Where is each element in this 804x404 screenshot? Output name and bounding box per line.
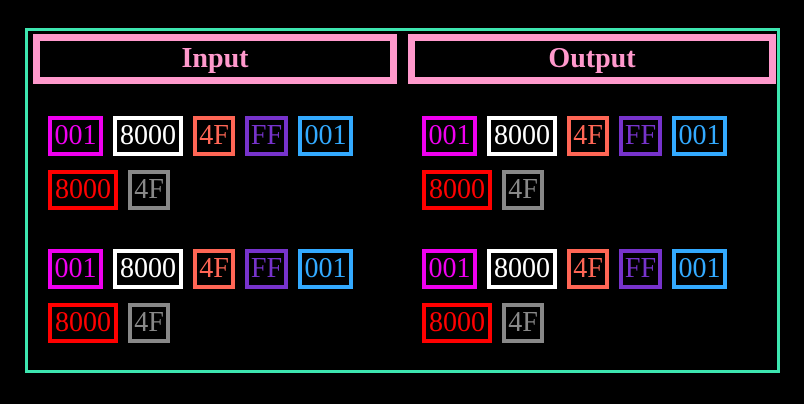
token: 001 — [422, 116, 477, 156]
token: 8000 — [48, 170, 118, 210]
token: FF — [245, 249, 288, 289]
token: 4F — [502, 170, 544, 210]
token: 4F — [567, 116, 609, 156]
token-row: 8000 4F — [48, 303, 180, 343]
token-row: 8000 4F — [422, 303, 554, 343]
token: 8000 — [487, 116, 557, 156]
token: 8000 — [48, 303, 118, 343]
token: 4F — [128, 303, 170, 343]
token: 001 — [298, 116, 353, 156]
token-row: 001 8000 4F FF 001 — [422, 249, 737, 289]
output-header: Output — [408, 34, 776, 84]
token: 001 — [48, 249, 103, 289]
token: 4F — [128, 170, 170, 210]
diagram-frame: Input Output 001 8000 4F FF 001 8000 4F … — [25, 28, 780, 373]
token: 8000 — [422, 303, 492, 343]
token: 4F — [193, 116, 235, 156]
token: 4F — [502, 303, 544, 343]
token: 8000 — [113, 249, 183, 289]
token: 4F — [567, 249, 609, 289]
token-row: 001 8000 4F FF 001 — [48, 116, 363, 156]
token: 8000 — [113, 116, 183, 156]
token: 4F — [193, 249, 235, 289]
token: 001 — [422, 249, 477, 289]
token: FF — [245, 116, 288, 156]
token: 001 — [672, 116, 727, 156]
token: 001 — [672, 249, 727, 289]
token: 8000 — [487, 249, 557, 289]
token: 001 — [298, 249, 353, 289]
token: 8000 — [422, 170, 492, 210]
token-row: 8000 4F — [48, 170, 180, 210]
token-row: 001 8000 4F FF 001 — [48, 249, 363, 289]
token: FF — [619, 249, 662, 289]
input-header: Input — [33, 34, 397, 84]
token: 001 — [48, 116, 103, 156]
token-row: 8000 4F — [422, 170, 554, 210]
token: FF — [619, 116, 662, 156]
token-row: 001 8000 4F FF 001 — [422, 116, 737, 156]
